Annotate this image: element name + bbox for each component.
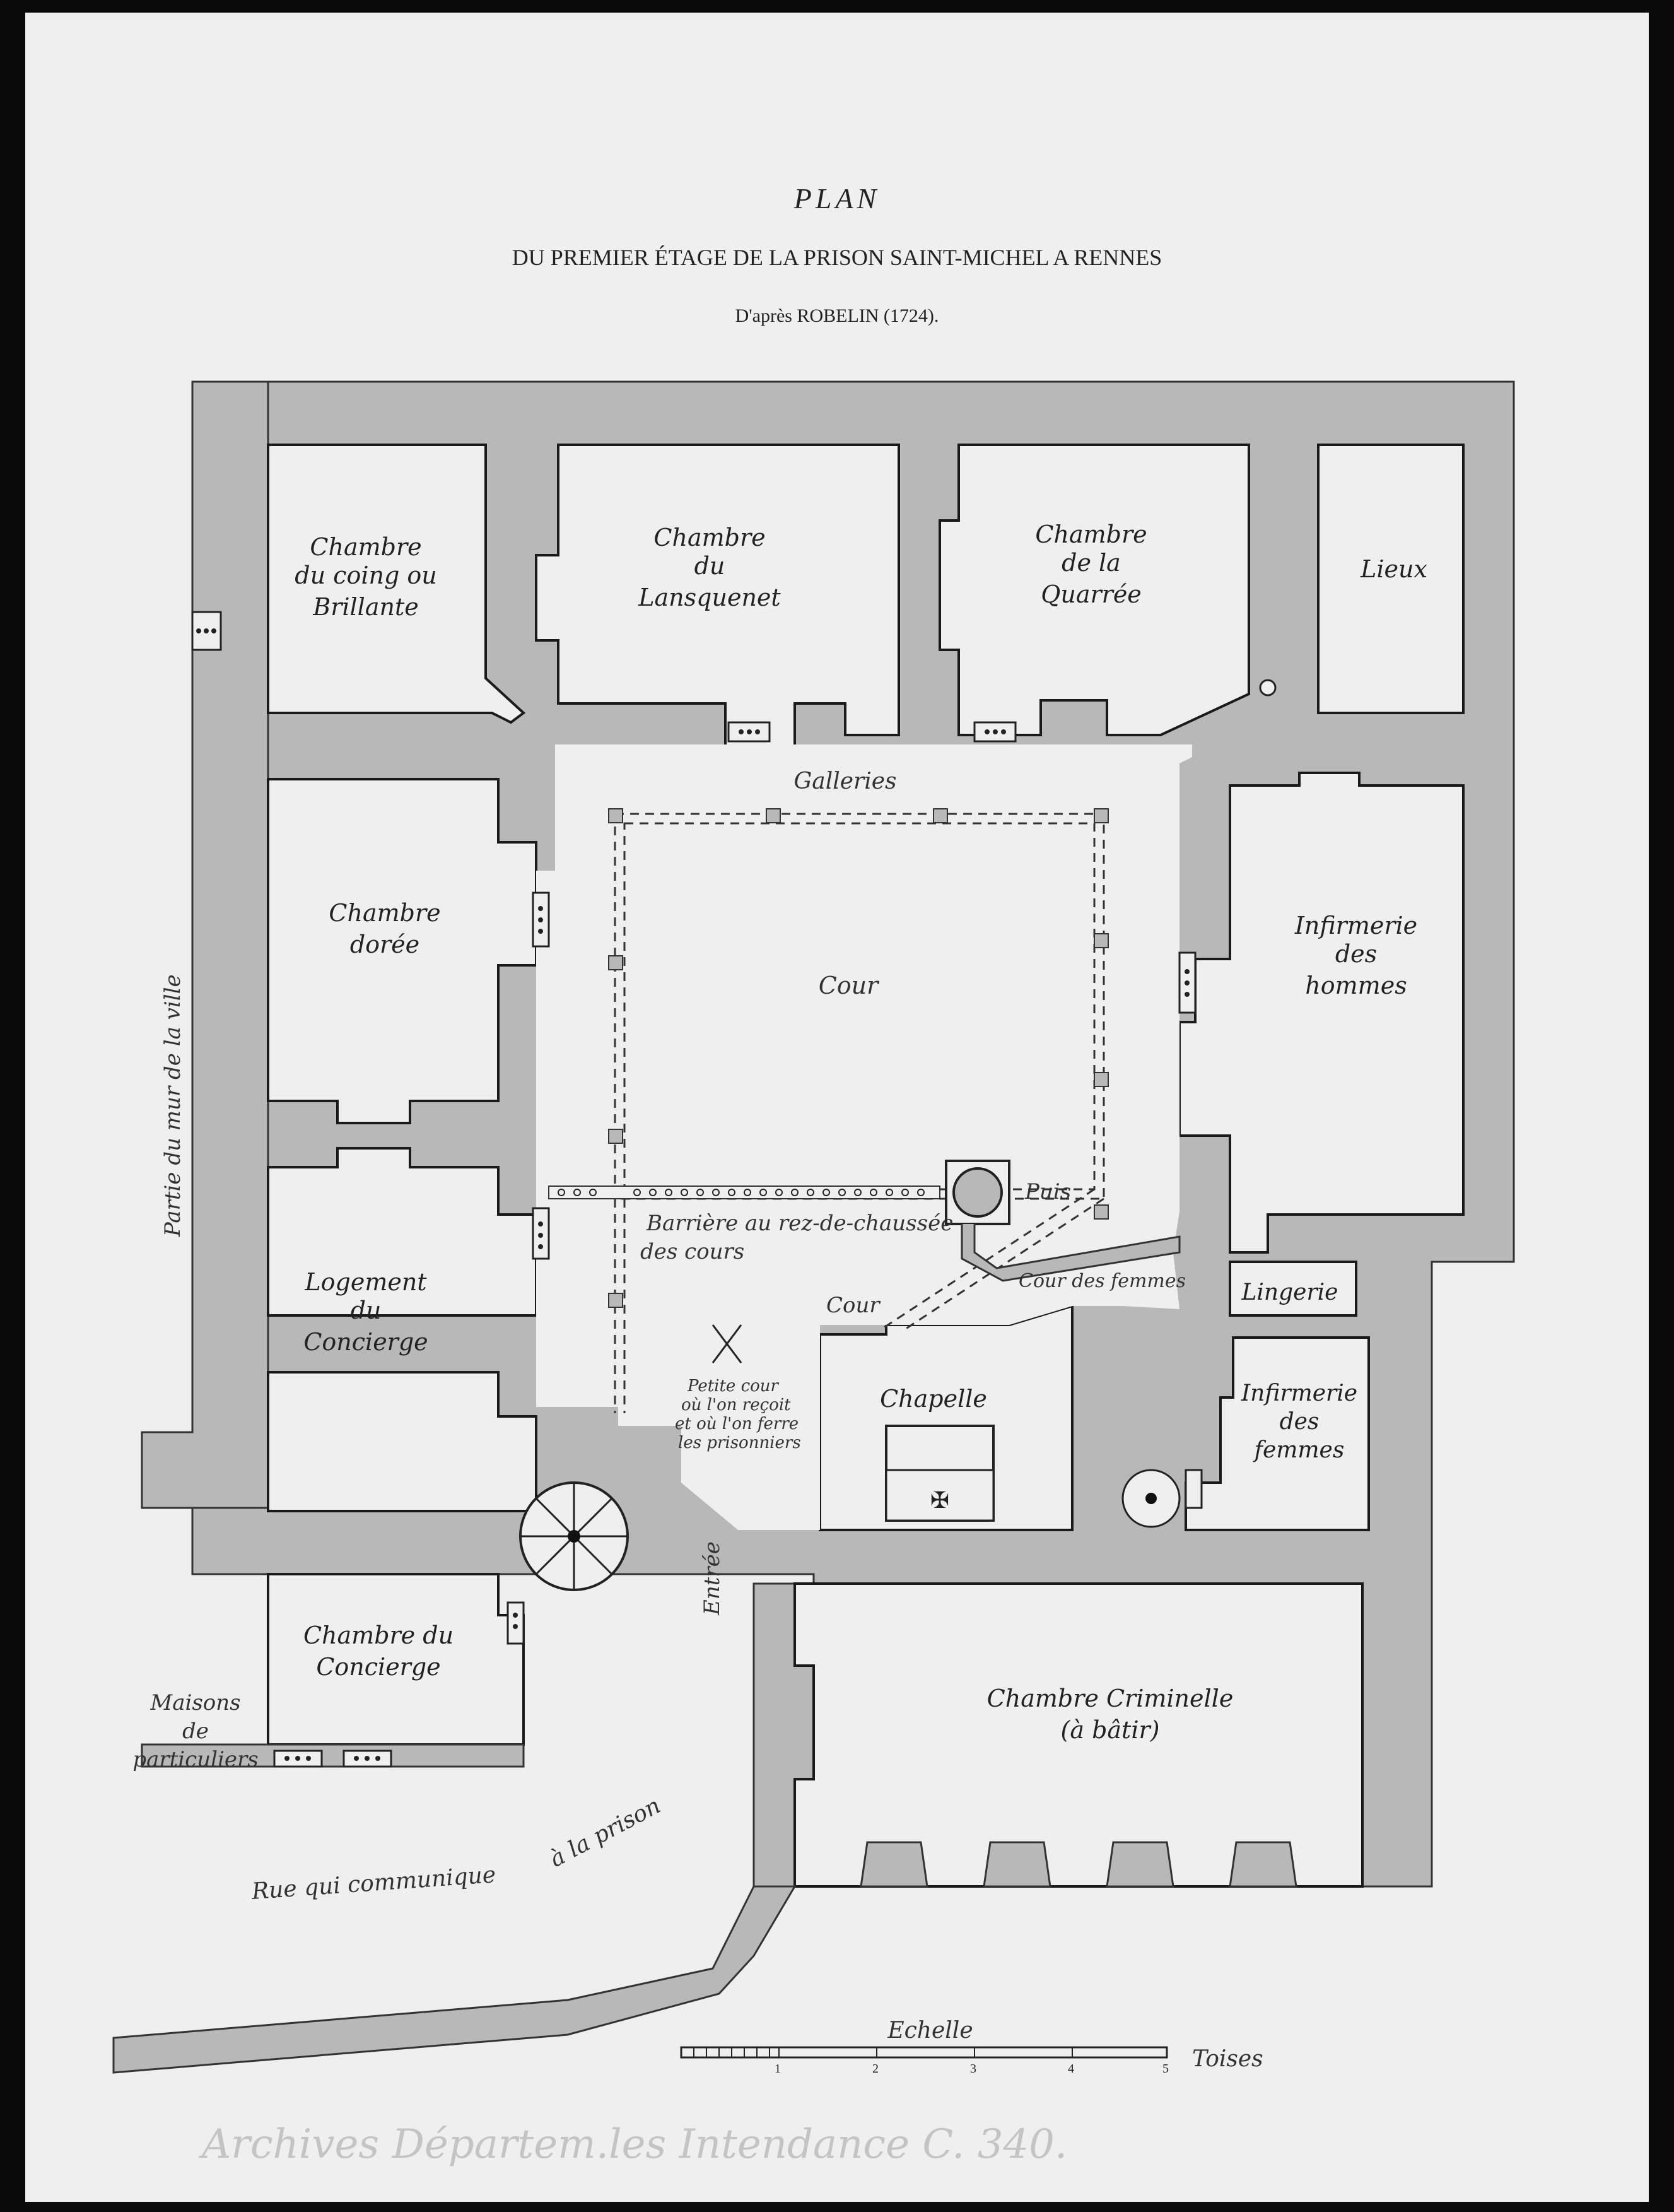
main-stair-core: [568, 1530, 580, 1543]
criminal-bays: [860, 1841, 1297, 1888]
svg-text:Quarrée: Quarrée: [1041, 580, 1142, 608]
room-labels: Chambre du coing ou Brillante Chambre du…: [295, 521, 1427, 1744]
room-shapes: [267, 444, 1465, 1888]
svg-text:Logement: Logement: [304, 1268, 427, 1296]
plan-source: D'après ROBELIN (1724).: [735, 305, 939, 326]
svg-text:Echelle: Echelle: [887, 2018, 973, 2044]
city-wall: [141, 380, 269, 1509]
svg-text:Chapelle: Chapelle: [880, 1385, 987, 1413]
svg-text:Lansquenet: Lansquenet: [638, 584, 781, 611]
svg-text:du coing ou: du coing ou: [295, 562, 436, 589]
annotation-labels: Galleries Cour Puis Barrière au rez-de-c…: [132, 768, 1186, 1905]
svg-text:Chambre: Chambre: [1035, 521, 1147, 548]
svg-text:Entrée: Entrée: [699, 1541, 725, 1616]
plan-subtitle: DU PREMIER ÉTAGE DE LA PRISON SAINT-MICH…: [512, 245, 1162, 270]
svg-text:(à bâtir): (à bâtir): [1061, 1716, 1160, 1744]
svg-text:3: 3: [970, 2062, 976, 2076]
svg-text:les prisonniers: les prisonniers: [678, 1433, 801, 1452]
altar-top: [885, 1469, 995, 1522]
svg-text:2: 2: [872, 2062, 879, 2076]
svg-text:particuliers: particuliers: [132, 1747, 258, 1772]
svg-text:Cour des femmes: Cour des femmes: [1019, 1270, 1186, 1292]
svg-text:des: des: [1335, 940, 1377, 968]
svg-text:du: du: [351, 1297, 382, 1324]
barrier-dots: [558, 1189, 925, 1196]
svg-text:Cour: Cour: [826, 1293, 881, 1318]
svg-text:de: de: [182, 1719, 209, 1744]
svg-text:du: du: [694, 552, 725, 580]
svg-text:des cours: des cours: [640, 1239, 744, 1264]
svg-text:Chambre: Chambre: [310, 533, 421, 561]
opening-dots: [196, 628, 1190, 1761]
svg-text:Infirmerie: Infirmerie: [1294, 912, 1417, 939]
svg-text:dorée: dorée: [350, 931, 419, 958]
svg-text:Partie du mur de la ville: Partie du mur de la ville: [160, 974, 185, 1237]
corner-stair-icon: [1259, 679, 1277, 697]
svg-text:Galleries: Galleries: [793, 768, 896, 794]
windmill-icon: [711, 1324, 742, 1363]
svg-text:Concierge: Concierge: [316, 1653, 440, 1681]
courtyard-area: [536, 744, 1192, 1530]
svg-text:Puis: Puis: [1024, 1179, 1071, 1204]
svg-text:1: 1: [775, 2062, 781, 2076]
svg-text:Cour: Cour: [819, 972, 880, 999]
altar-cross-icon: ✠: [930, 1488, 949, 1513]
plan-title: PLAN: [793, 182, 880, 215]
svg-text:Barrière au rez-de-chaussée: Barrière au rez-de-chaussée: [646, 1211, 953, 1236]
svg-text:Chambre Criminelle: Chambre Criminelle: [987, 1685, 1234, 1712]
svg-text:Lieux: Lieux: [1360, 555, 1427, 583]
svg-text:où l'on reçoit: où l'on reçoit: [681, 1396, 791, 1415]
svg-text:et où l'on ferre: et où l'on ferre: [675, 1415, 799, 1433]
svg-text:Lingerie: Lingerie: [1241, 1280, 1338, 1305]
svg-text:Maisons: Maisons: [149, 1690, 240, 1715]
main-stair-steps: [520, 1483, 628, 1590]
svg-text:Chambre: Chambre: [653, 524, 765, 551]
small-stair-core: [1145, 1493, 1157, 1504]
svg-text:des: des: [1280, 1409, 1320, 1435]
houses-wall: [141, 1743, 525, 1768]
svg-text:femmes: femmes: [1253, 1437, 1345, 1463]
svg-text:de la: de la: [1062, 549, 1121, 577]
svg-text:Petite cour: Petite cour: [687, 1377, 780, 1396]
svg-text:Infirmerie: Infirmerie: [1241, 1380, 1357, 1406]
well-icon: [952, 1167, 1003, 1218]
svg-text:hommes: hommes: [1305, 972, 1407, 999]
svg-text:5: 5: [1162, 2062, 1169, 2076]
svg-text:Chambre du: Chambre du: [303, 1621, 454, 1649]
svg-text:Toises: Toises: [1192, 2046, 1263, 2072]
street-boundary: [112, 1885, 797, 2074]
well-channel: [961, 1224, 1181, 1282]
gallery-pillars: [608, 808, 1109, 1308]
svg-text:Concierge: Concierge: [303, 1328, 428, 1356]
svg-text:Brillante: Brillante: [312, 593, 418, 621]
scale-bar: Echelle 1 2 3 4 5 Toises: [680, 2018, 1263, 2076]
svg-text:4: 4: [1068, 2062, 1074, 2076]
svg-text:Chambre: Chambre: [329, 899, 440, 927]
archive-note: Archives Départem.les Intendance C. 340.: [199, 2121, 1067, 2168]
